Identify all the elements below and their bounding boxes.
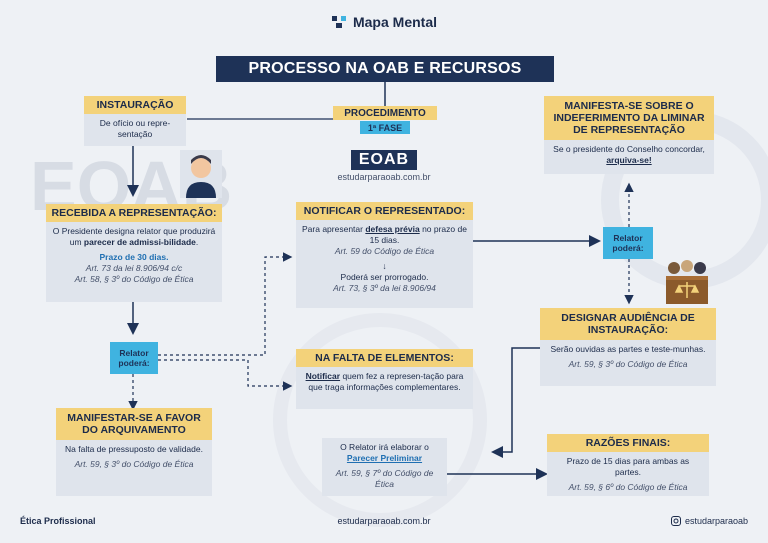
judges-panel-icon [666,260,708,304]
audiencia-text: Serão ouvidas as partes e teste-munhas. [550,344,706,354]
notificar-defesa: defesa prévia [365,224,420,234]
indeferimento-arquiva: arquiva-se! [606,155,652,165]
footer-social[interactable]: estudarparaoab [670,516,748,526]
lawyer-avatar-icon [180,150,222,198]
instauracao-text: De ofício ou repre-sentação [99,118,171,139]
audiencia-ref: Art. 59, § 3º do Código de Ética [568,359,688,369]
brand-block: EOAB estudarparaoab.com.br [0,150,768,182]
recebida-period: . [195,237,199,247]
header-logo: Mapa Mental [0,14,768,30]
parecer-preliminar: Parecer Preliminar [346,453,423,463]
recebida-title: RECEBIDA A REPRESENTAÇÃO: [46,204,222,222]
instagram-icon [670,516,681,526]
notificar-text-c: no prazo de 15 dias. [369,224,467,245]
footer-handle: estudarparaoab [684,516,748,526]
eoab-logo: EOAB [350,150,418,170]
footer-site[interactable]: estudarparaoab.com.br [337,516,431,526]
arquivamento-ref: Art. 59, § 3º do Código de Ética [74,459,194,469]
main-title: PROCESSO NA OAB E RECURSOS [216,56,554,82]
razoes-text: Prazo de 15 dias para ambas as partes. [566,456,690,477]
notificar-text-a: Para apresentar [302,224,363,234]
parecer-text: O Relator irá elaborar o [340,442,429,452]
mind-map-icon [331,16,346,28]
notificar-title: NOTIFICAR O REPRESENTADO: [296,202,473,220]
recebida-ref1: Art. 73 da lei 8.906/94 c/c [85,263,183,273]
recebida-ref2: Art. 58, § 3º do Código de Ética [74,274,194,284]
notificar-text2: Poderá ser prorrogado. [340,272,429,282]
arquivamento-text: Na falta de pressuposto de validade. [65,444,203,454]
razoes-ref: Art. 59, § 6º do Código de Ética [568,482,688,492]
recebida-text: O Presidente designa relator que produzi… [52,226,216,247]
header-title: Mapa Mental [352,14,437,30]
notificar-ref1: Art. 59 do Código de Ética [334,246,435,256]
instauracao-body: De ofício ou repre-sentação [84,114,186,146]
audiencia-title: DESIGNAR AUDIÊNCIA DE INSTAURAÇÃO: [540,308,716,340]
recebida-body: O Presidente designa relator que produzi… [46,222,222,302]
recebida-parecer: parecer de admissi-bilidade [83,237,196,247]
procedimento-label: PROCEDIMENTO [333,106,437,120]
falta-title: NA FALTA DE ELEMENTOS: [296,349,473,367]
procedimento-phase: 1ª FASE [360,121,410,134]
notificar-ref2: Art. 73, § 3º da lei 8.906/94 [333,283,436,293]
footer-subject: Ética Profissional [20,516,96,526]
brand-site: estudarparaoab.com.br [337,172,431,182]
indeferimento-text: Se o presidente do Conselho concordar, [553,144,705,154]
relator-left-box: Relator poderá: [110,342,158,374]
arquivamento-body: Na falta de pressuposto de validade. Art… [56,440,212,496]
parecer-body: O Relator irá elaborar o Parecer Prelimi… [322,438,447,496]
falta-text: quem fez a represen-tação para que traga… [308,371,464,392]
notificar-down-arrow-icon: ↓ [382,261,387,271]
relator-right-box: Relator poderá: [603,227,653,259]
indeferimento-title: MANIFESTA-SE SOBRE O INDEFERIMENTO DA LI… [544,96,714,140]
arquivamento-title: MANIFESTAR-SE A FAVOR DO ARQUIVAMENTO [56,408,212,440]
notificar-body: Para apresentar defesa prévia no prazo d… [296,220,473,308]
audiencia-body: Serão ouvidas as partes e teste-munhas. … [540,340,716,386]
razoes-title: RAZÕES FINAIS: [547,434,709,452]
falta-body: Notificar quem fez a represen-tação para… [296,367,473,409]
falta-notificar: Notificar [305,371,341,381]
instauracao-title: INSTAURAÇÃO [84,96,186,114]
razoes-body: Prazo de 15 dias para ambas as partes. A… [547,452,709,496]
indeferimento-body: Se o presidente do Conselho concordar, a… [544,140,714,174]
recebida-prazo: Prazo de 30 dias. [99,252,169,262]
parecer-ref: Art. 59, § 7º do Código de Ética [335,468,434,489]
